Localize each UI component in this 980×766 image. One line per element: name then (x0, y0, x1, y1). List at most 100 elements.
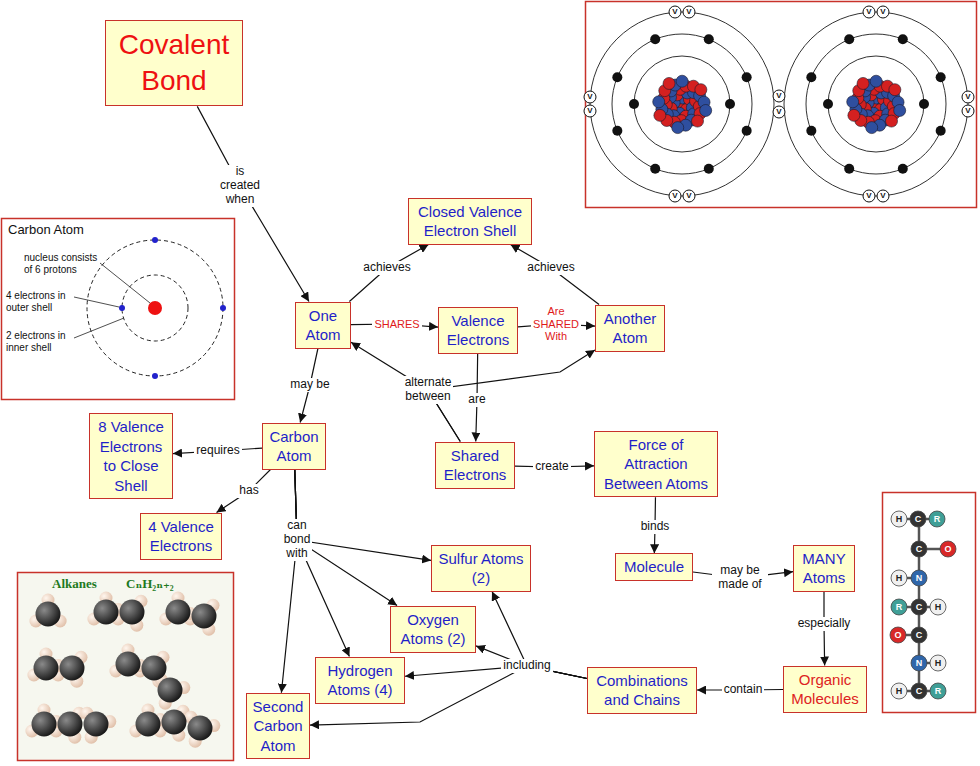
node-text: Combinations and Chains (592, 671, 692, 710)
node-text: Organic Molecules (788, 670, 862, 709)
atom-shells (590, 12, 774, 196)
atom-ball (891, 599, 907, 615)
carbon-ball (158, 678, 183, 703)
electron (806, 126, 816, 136)
edge-label: may be made of (712, 564, 768, 592)
carbon-ball (60, 656, 85, 681)
atom-letter: O (944, 545, 951, 554)
callout-label: nucleus consists of 6 protons (24, 252, 102, 275)
atom-letter: H (896, 687, 903, 696)
nucleon (695, 84, 707, 96)
carbon-ball (116, 652, 141, 677)
concept-box: Sulfur Atoms (2) (431, 545, 531, 592)
concept-box: MANY Atoms (793, 545, 855, 592)
nucleon (870, 75, 882, 87)
edge-label: achieves (361, 261, 412, 275)
electron (629, 99, 639, 109)
valence-mark: V (672, 8, 677, 16)
electron (704, 34, 714, 44)
atom-letter: C (916, 631, 923, 640)
connector (349, 245, 428, 302)
valence-mark: V (965, 93, 970, 101)
electron (936, 126, 946, 136)
atom-ball (911, 599, 927, 615)
electron (806, 72, 816, 82)
connector (492, 592, 587, 679)
atom-ball (910, 511, 926, 527)
nucleon (663, 77, 675, 89)
concept-box: Carbon Atom (262, 423, 326, 470)
concept-box: Force of Attraction Between Atoms (594, 431, 718, 498)
atom-ball (891, 683, 907, 699)
atom-ball (891, 570, 907, 586)
valence-electron (877, 6, 889, 18)
carbon-ball (34, 656, 59, 681)
nucleon (676, 75, 688, 87)
nucleon (886, 115, 898, 127)
edge-label: is created when (218, 165, 262, 206)
concept-box: Oxygen Atoms (2) (390, 606, 476, 653)
valence-electron (773, 90, 785, 102)
concept-box: Shared Electrons (435, 442, 515, 489)
valence-mark: V (866, 8, 871, 16)
panel-title: Alkanes (52, 576, 97, 592)
atom-ball (911, 655, 927, 671)
node-text: Molecule (620, 557, 688, 577)
edge-label: Are SHARED With (531, 305, 581, 343)
atom-ball (890, 627, 906, 643)
concept-box: One Atom (295, 302, 351, 349)
valence-mark: V (686, 192, 691, 200)
edge-label: especially (796, 617, 853, 631)
atom-ball (911, 541, 927, 557)
electron (742, 126, 752, 136)
concept-box: Another Atom (595, 305, 665, 352)
edge-label: may be (288, 378, 331, 392)
node-text: Force of Attraction Between Atoms (599, 435, 713, 494)
valence-electron (863, 190, 875, 202)
valence-electron (584, 91, 596, 103)
concept-box: Molecule (615, 553, 693, 581)
nucleon (848, 109, 860, 121)
valence-electron (773, 106, 785, 118)
edge-label: binds (639, 520, 672, 534)
carbon-ball (36, 602, 61, 627)
electron (844, 34, 854, 44)
atom-ball (930, 655, 946, 671)
alkanes-figure (18, 573, 234, 761)
carbon-ball (162, 710, 187, 735)
atom-letter: R (935, 687, 942, 696)
valence-mark: V (965, 107, 970, 115)
callout-label: 4 electrons in outer shell (6, 290, 84, 313)
carbon-ball (94, 600, 119, 625)
nucleon (894, 104, 906, 116)
valence-mark: V (672, 192, 677, 200)
atom-letter: H (935, 603, 942, 612)
atom-ball (930, 683, 946, 699)
concept-box: Hydrogen Atoms (4) (315, 657, 405, 704)
electron (844, 164, 854, 174)
electron (650, 34, 660, 44)
electron (704, 164, 714, 174)
atom-letter: N (916, 574, 923, 583)
valence-electron (863, 6, 875, 18)
valence-mark: V (776, 108, 781, 116)
carbon-ball (136, 712, 161, 737)
electron (898, 164, 908, 174)
nucleon (700, 104, 712, 116)
edge-label: are (466, 393, 487, 407)
carbon-ball (192, 604, 217, 629)
nucleon (692, 115, 704, 127)
node-text: One Atom (300, 306, 346, 345)
nucleon (889, 84, 901, 96)
node-text: Oxygen Atoms (2) (395, 610, 471, 649)
valence-mark: V (866, 192, 871, 200)
nucleon (654, 109, 666, 121)
node-text: 4 Valence Electrons (145, 517, 217, 556)
valence-mark: V (880, 192, 885, 200)
electron (725, 99, 735, 109)
concept-box: 4 Valence Electrons (140, 513, 222, 560)
atom-ball (911, 570, 927, 586)
node-text: Closed Valence Electron Shell (413, 202, 527, 241)
valence-electron (584, 105, 596, 117)
